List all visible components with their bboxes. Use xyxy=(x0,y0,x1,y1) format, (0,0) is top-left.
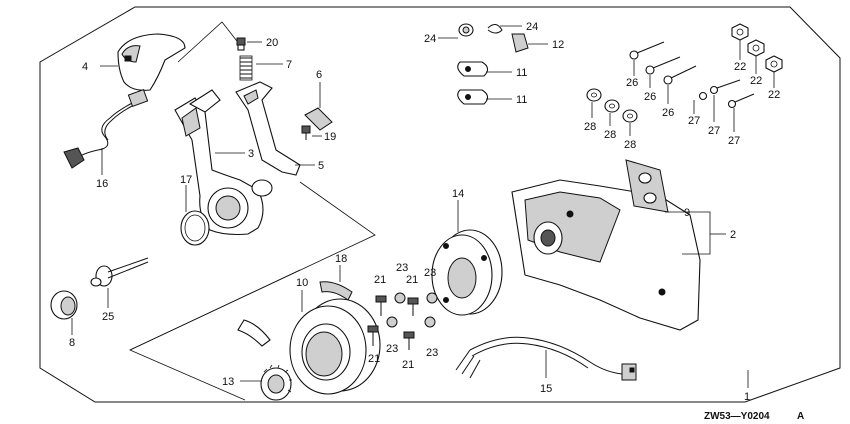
callout-12: 12 xyxy=(552,39,564,51)
callout-21b: 21 xyxy=(406,274,418,286)
shaft-pin xyxy=(90,257,149,287)
gear-plate xyxy=(431,229,503,316)
callout-labels: 4 20 7 6 19 3 5 16 17 25 8 10 18 13 14 2… xyxy=(69,21,780,403)
callout-25: 25 xyxy=(102,311,114,323)
callout-28c: 28 xyxy=(624,139,636,151)
diagram-code: ZW53—Y0204 xyxy=(704,411,770,422)
callout-23b: 23 xyxy=(424,267,436,279)
callout-24b: 24 xyxy=(526,21,538,33)
wire-harness xyxy=(63,88,149,169)
screws-27 xyxy=(698,79,755,109)
washers-28 xyxy=(586,88,638,123)
wheel-group-line xyxy=(129,269,301,351)
small-plate xyxy=(304,107,333,131)
cable-15 xyxy=(455,336,637,381)
callout-5: 5 xyxy=(318,160,324,172)
callout-7: 7 xyxy=(286,59,292,71)
o-ring xyxy=(180,210,210,246)
callout-22b: 22 xyxy=(750,75,762,87)
callout-24a: 24 xyxy=(424,33,436,45)
callout-13: 13 xyxy=(222,376,234,388)
callout-10: 10 xyxy=(296,277,308,289)
bolts-26 xyxy=(629,41,697,85)
main-housing xyxy=(511,179,701,331)
clamp-12 xyxy=(511,33,529,53)
callout-11a: 11 xyxy=(516,67,527,79)
lever-group-line xyxy=(177,21,241,63)
callout-27c: 27 xyxy=(728,135,740,147)
callout-23c: 23 xyxy=(386,343,398,355)
gear-ring xyxy=(260,364,292,401)
callout-2: 2 xyxy=(730,229,736,241)
screw-19 xyxy=(301,125,311,140)
link-bar xyxy=(235,81,301,176)
callout-22c: 22 xyxy=(768,89,780,101)
callout-16: 16 xyxy=(96,178,108,190)
callout-21a: 21 xyxy=(374,274,386,286)
callout-27b: 27 xyxy=(708,125,720,137)
callout-3: 3 xyxy=(248,148,254,160)
nuts-22 xyxy=(731,23,783,73)
callout-26c: 26 xyxy=(662,107,674,119)
callout-23a: 23 xyxy=(396,262,408,274)
callout-26b: 26 xyxy=(644,91,656,103)
callout-4: 4 xyxy=(82,61,88,73)
callout-22a: 22 xyxy=(734,61,746,73)
screw-set xyxy=(367,292,438,350)
callout-28a: 28 xyxy=(584,121,596,133)
link-plates-11 xyxy=(457,61,489,105)
control-arm xyxy=(174,89,273,236)
callout-27a: 27 xyxy=(688,115,700,127)
callout-26a: 26 xyxy=(626,77,638,89)
callout-8: 8 xyxy=(69,337,75,349)
callout-19: 19 xyxy=(324,131,336,143)
diagram-code-suffix: A xyxy=(797,411,804,422)
knob-cap xyxy=(50,290,78,320)
callout-21d: 21 xyxy=(402,359,414,371)
assembly-frame xyxy=(39,6,841,403)
callout-23d: 23 xyxy=(426,347,438,359)
callout-15: 15 xyxy=(540,383,552,395)
clip-washers xyxy=(458,23,503,37)
callout-1: 1 xyxy=(744,391,750,403)
drum xyxy=(289,298,381,395)
callout-18: 18 xyxy=(335,253,347,265)
small-bolt xyxy=(236,37,246,51)
spring xyxy=(239,55,253,81)
callout-28b: 28 xyxy=(604,129,616,141)
callout-14: 14 xyxy=(452,188,464,200)
grip-cover xyxy=(117,33,186,91)
leader-9-bracket xyxy=(665,211,711,255)
curved-strip xyxy=(319,281,353,301)
callout-11b: 11 xyxy=(516,94,527,106)
callout-9: 9 xyxy=(684,207,690,219)
callout-20: 20 xyxy=(266,37,278,49)
callout-21c: 21 xyxy=(368,353,380,365)
small-plate-2 xyxy=(237,319,271,347)
callout-17: 17 xyxy=(180,174,192,186)
callout-6: 6 xyxy=(316,69,322,81)
